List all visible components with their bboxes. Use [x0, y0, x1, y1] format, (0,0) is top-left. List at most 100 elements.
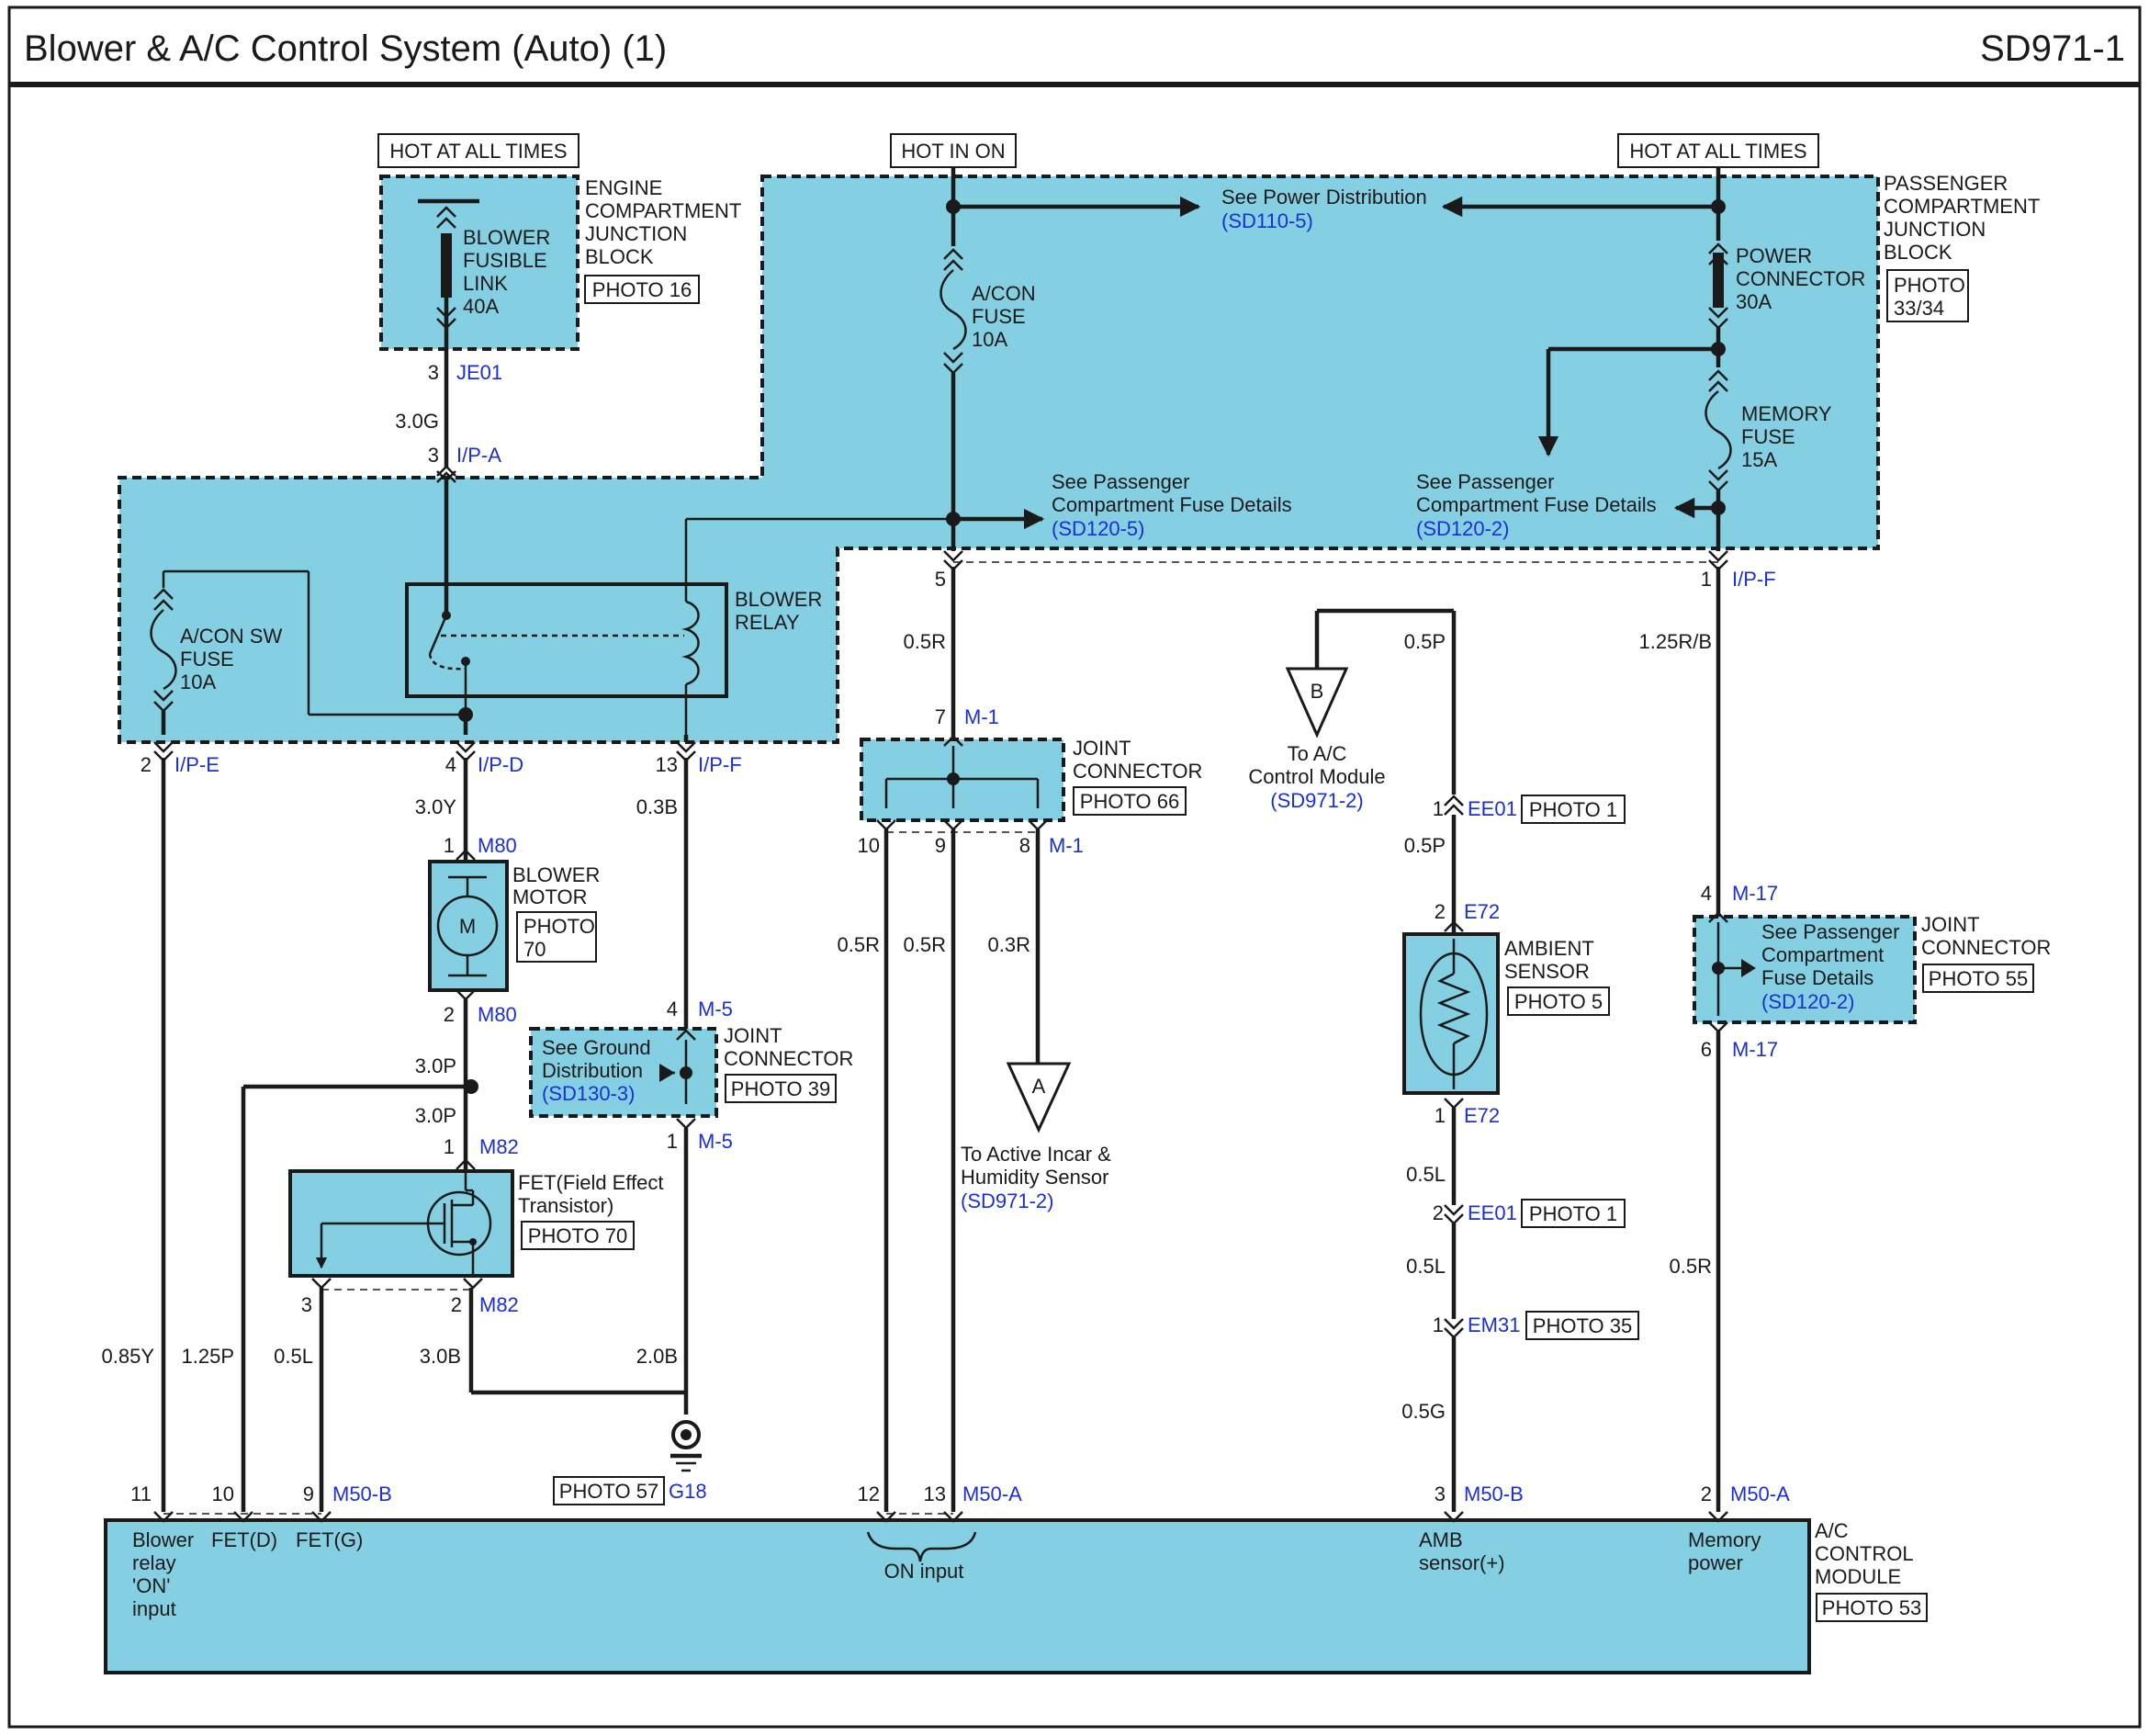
m82-top-connector: M82 — [479, 1135, 519, 1158]
module-pin-memory-2: power — [1688, 1551, 1743, 1574]
svg-text:1: 1 — [444, 834, 455, 857]
ipd-connector: I/P-D — [478, 753, 523, 776]
tri-a-text-2: Humidity Sensor — [961, 1166, 1108, 1189]
relay-label-2: RELAY — [735, 611, 800, 634]
module-pin-amb-1: AMB — [1419, 1528, 1463, 1551]
m17-top-connector: M-17 — [1732, 882, 1778, 905]
svg-text:4: 4 — [667, 998, 678, 1020]
svg-text:1: 1 — [1433, 1313, 1444, 1336]
m50a-right-connector: M50-A — [1730, 1482, 1790, 1505]
see-pcfd-left-1: See Passenger — [1052, 470, 1189, 493]
svg-text:0.3R: 0.3R — [988, 933, 1030, 956]
jc55-see-3: Fuse Details — [1761, 966, 1873, 989]
svg-text:0.5L: 0.5L — [1406, 1255, 1446, 1278]
jc55-label-2: CONNECTOR — [1921, 936, 2051, 959]
svg-text:0.5G: 0.5G — [1401, 1400, 1446, 1423]
svg-text:9: 9 — [935, 834, 946, 857]
svg-text:1.25P: 1.25P — [182, 1345, 235, 1368]
jc39-label-2: CONNECTOR — [724, 1047, 853, 1070]
diagram-frame — [7, 6, 2142, 1729]
svg-text:7: 7 — [935, 705, 946, 728]
pass-block-photo-1: PHOTO — [1894, 274, 1965, 297]
module-name-3: MODULE — [1815, 1565, 1901, 1588]
e72-bot-connector: E72 — [1464, 1104, 1500, 1127]
jc55-see-2: Compartment — [1761, 943, 1884, 966]
svg-text:13: 13 — [924, 1482, 946, 1505]
jc39-label-1: JOINT — [724, 1024, 782, 1047]
svg-text:3: 3 — [428, 361, 439, 384]
svg-text:2: 2 — [1435, 900, 1446, 923]
svg-text:6: 6 — [1701, 1038, 1712, 1061]
module-pin-blower-3: 'ON' — [132, 1574, 170, 1597]
jc55-label-1: JOINT — [1921, 913, 1980, 936]
svg-text:PHOTO 57: PHOTO 57 — [559, 1480, 658, 1503]
ground-ref: (SD130-3) — [542, 1082, 635, 1105]
m50b-right-connector: M50-B — [1464, 1482, 1524, 1505]
svg-text:2.0B: 2.0B — [636, 1345, 678, 1368]
engine-block-label-1: ENGINE — [585, 176, 662, 199]
jc55-ref: (SD120-2) — [1761, 990, 1854, 1013]
tri-a-text-1: To Active Incar & — [961, 1143, 1111, 1166]
svg-text:0.5P: 0.5P — [1404, 834, 1446, 857]
see-pcfd-left-2: Compartment Fuse Details — [1052, 493, 1292, 516]
hot-at-all-times-right: HOT AT ALL TIMES — [1629, 140, 1806, 163]
ground-see-2: Distribution — [542, 1059, 643, 1082]
em31-connector: EM31 — [1468, 1313, 1520, 1336]
m82-bot-connector: M82 — [479, 1293, 519, 1316]
ipf1-connector: I/P-F — [1732, 568, 1776, 591]
svg-text:1: 1 — [1433, 797, 1444, 820]
svg-text:3.0B: 3.0B — [420, 1345, 461, 1368]
ambient-sensor — [1402, 932, 1500, 1095]
see-pcfd-left-ref: (SD120-5) — [1052, 517, 1144, 540]
ambient-label-1: AMBIENT — [1504, 937, 1594, 960]
hot-at-all-times-left: HOT AT ALL TIMES — [389, 140, 567, 163]
svg-text:9: 9 — [303, 1482, 314, 1505]
svg-text:1.25R/B: 1.25R/B — [1639, 630, 1713, 653]
svg-text:2: 2 — [141, 753, 152, 776]
svg-text:13: 13 — [656, 753, 678, 776]
hot-in-on: HOT IN ON — [901, 140, 1005, 163]
svg-text:PHOTO 35: PHOTO 35 — [1533, 1314, 1632, 1337]
tri-b-ref: (SD971-2) — [1270, 789, 1363, 812]
svg-text:PHOTO 55: PHOTO 55 — [1929, 967, 2028, 990]
see-pcfd-right-2: Compartment Fuse Details — [1416, 493, 1657, 516]
pass-block-label-4: BLOCK — [1884, 241, 1952, 264]
ground-see-1: See Ground — [542, 1036, 651, 1059]
svg-text:PHOTO 1: PHOTO 1 — [1529, 798, 1617, 821]
svg-text:PHOTO 5: PHOTO 5 — [1514, 990, 1603, 1013]
triangle-a: A — [1032, 1075, 1046, 1098]
see-pcfd-right-ref: (SD120-2) — [1416, 517, 1509, 540]
pass-block-photo-2: 33/34 — [1894, 297, 1944, 320]
svg-text:8: 8 — [1019, 834, 1030, 857]
module-pin-blower-1: Blower — [132, 1528, 194, 1551]
ipe-connector: I/P-E — [174, 753, 219, 776]
power-connector-2: CONNECTOR — [1736, 267, 1865, 290]
acon-sw-fuse-1: A/CON SW — [180, 625, 282, 648]
memory-fuse-2: FUSE — [1741, 425, 1795, 448]
svg-text:4: 4 — [1701, 882, 1712, 905]
ee01-a-connector: EE01 — [1468, 797, 1517, 820]
svg-text:1: 1 — [1435, 1104, 1446, 1127]
svg-text:3: 3 — [428, 444, 439, 467]
svg-text:0.5R: 0.5R — [904, 630, 946, 653]
module-pin-blower-4: input — [132, 1597, 176, 1620]
je01-connector: JE01 — [456, 361, 502, 384]
module-pin-fet-d: FET(D) — [211, 1528, 277, 1551]
memory-fuse-3: 15A — [1741, 448, 1777, 471]
svg-text:0.5R: 0.5R — [1670, 1255, 1712, 1278]
m5-top-connector: M-5 — [698, 998, 733, 1020]
see-power-ref: (SD110-5) — [1221, 209, 1313, 232]
svg-text:3: 3 — [301, 1293, 312, 1316]
module-pin-memory-1: Memory — [1688, 1528, 1761, 1551]
svg-text:3: 3 — [1435, 1482, 1446, 1505]
svg-text:11: 11 — [130, 1482, 152, 1505]
page-title: Blower & A/C Control System (Auto) (1) — [24, 28, 667, 69]
svg-text:1: 1 — [667, 1130, 678, 1153]
jc66-label-2: CONNECTOR — [1073, 760, 1202, 783]
fet-label-1: FET(Field Effect — [518, 1171, 664, 1194]
svg-text:3.0P: 3.0P — [415, 1104, 456, 1127]
svg-text:3.0Y: 3.0Y — [415, 795, 457, 818]
pass-block-label-3: JUNCTION — [1884, 218, 1986, 241]
fusible-link-label-3: LINK — [463, 272, 508, 295]
